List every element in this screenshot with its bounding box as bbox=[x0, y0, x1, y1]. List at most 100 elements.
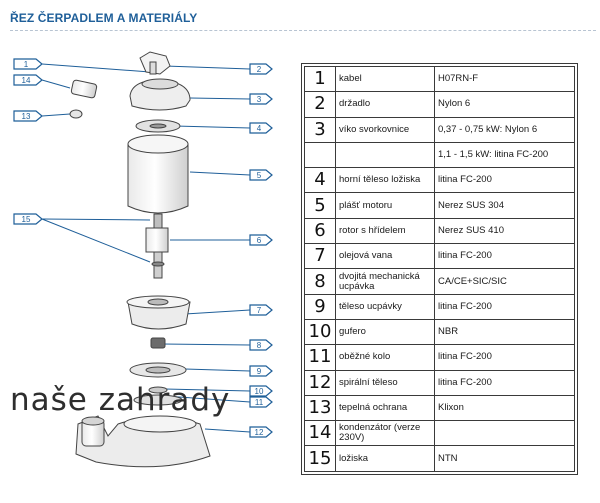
svg-text:1: 1 bbox=[24, 60, 29, 69]
callout-10: 10 bbox=[249, 385, 273, 397]
callout-6: 6 bbox=[249, 234, 273, 246]
site-watermark: naše zahrady bbox=[10, 382, 231, 418]
svg-text:3: 3 bbox=[257, 95, 262, 104]
part-name: horní těleso ložiska bbox=[335, 167, 435, 194]
part-name: těleso ucpávky bbox=[335, 293, 435, 320]
svg-text:4: 4 bbox=[257, 124, 262, 133]
callout-9: 9 bbox=[249, 365, 273, 377]
part-name: kabel bbox=[335, 65, 435, 93]
callout-5: 5 bbox=[249, 169, 273, 181]
part-name: víko svorkovnice bbox=[335, 116, 435, 143]
part-name bbox=[335, 141, 435, 169]
table-frame bbox=[301, 63, 578, 475]
callout-4: 4 bbox=[249, 122, 273, 134]
part-number: 13 bbox=[304, 394, 336, 422]
svg-text:10: 10 bbox=[255, 387, 264, 396]
part-name: ložiska bbox=[335, 445, 435, 472]
part-material: Klixon bbox=[434, 394, 575, 422]
part-number: 1 bbox=[304, 65, 336, 93]
part-material: NTN bbox=[434, 445, 575, 472]
part-number: 8 bbox=[304, 268, 336, 295]
callout-14: 14 bbox=[13, 74, 43, 86]
part-material: litina FC-200 bbox=[434, 167, 575, 194]
part-material: H07RN-F bbox=[434, 65, 575, 93]
part-number: 5 bbox=[304, 192, 336, 219]
callout-11: 11 bbox=[249, 396, 273, 408]
part-number: 3 bbox=[304, 116, 336, 143]
pump-exploded-drawing: 1 14 13 15 2 3 4 5 bbox=[13, 51, 273, 468]
svg-text:12: 12 bbox=[255, 428, 264, 437]
part-name: gufero bbox=[335, 318, 435, 346]
part-material: litina FC-200 bbox=[434, 344, 575, 371]
part-material: litina FC-200 bbox=[434, 369, 575, 396]
part-name: plášť motoru bbox=[335, 192, 435, 219]
svg-text:7: 7 bbox=[257, 306, 262, 315]
table-row: 1,1 - 1,5 kW: litina FC-200 bbox=[304, 141, 575, 169]
callout-12: 12 bbox=[249, 426, 273, 438]
svg-text:13: 13 bbox=[22, 112, 31, 121]
part-number: 7 bbox=[304, 243, 336, 270]
callout-7: 7 bbox=[249, 304, 273, 316]
part-name: kondenzátor (verze 230V) bbox=[335, 420, 435, 447]
callout-13: 13 bbox=[13, 110, 43, 122]
svg-text:8: 8 bbox=[257, 341, 262, 350]
part-number bbox=[304, 141, 336, 169]
part-name: olejová vana bbox=[335, 243, 435, 270]
svg-text:2: 2 bbox=[257, 65, 262, 74]
part-number: 12 bbox=[304, 369, 336, 396]
callout-1: 1 bbox=[13, 58, 43, 70]
part-number: 9 bbox=[304, 293, 336, 320]
part-name: spirální těleso bbox=[335, 369, 435, 396]
part-material bbox=[434, 420, 575, 447]
callout-15: 15 bbox=[13, 213, 43, 225]
part-material: 1,1 - 1,5 kW: litina FC-200 bbox=[434, 141, 575, 169]
callout-2: 2 bbox=[249, 63, 273, 75]
part-name: dvojitá mechanická ucpávka bbox=[335, 268, 435, 295]
part-material: Nylon 6 bbox=[434, 91, 575, 118]
callout-3: 3 bbox=[249, 93, 273, 105]
part-number: 2 bbox=[304, 91, 336, 118]
part-number: 10 bbox=[304, 318, 336, 346]
part-number: 14 bbox=[304, 420, 336, 447]
svg-text:9: 9 bbox=[257, 367, 262, 376]
part-name: tepelná ochrana bbox=[335, 394, 435, 422]
part-material: litina FC-200 bbox=[434, 293, 575, 320]
part-number: 11 bbox=[304, 344, 336, 371]
part-material: NBR bbox=[434, 318, 575, 346]
part-material: 0,37 - 0,75 kW: Nylon 6 bbox=[434, 116, 575, 143]
part-name: oběžné kolo bbox=[335, 344, 435, 371]
part-number: 4 bbox=[304, 167, 336, 194]
part-material: Nerez SUS 304 bbox=[434, 192, 575, 219]
part-name: držadlo bbox=[335, 91, 435, 118]
svg-text:5: 5 bbox=[257, 171, 262, 180]
part-material: litina FC-200 bbox=[434, 243, 575, 270]
part-number: 15 bbox=[304, 445, 336, 472]
part-number: 6 bbox=[304, 217, 336, 245]
svg-text:15: 15 bbox=[22, 215, 31, 224]
svg-text:11: 11 bbox=[255, 398, 264, 407]
section-divider bbox=[10, 30, 596, 31]
svg-text:6: 6 bbox=[257, 236, 262, 245]
part-name: rotor s hřídelem bbox=[335, 217, 435, 245]
part-material: CA/CE+SIC/SIC bbox=[434, 268, 575, 295]
callout-8: 8 bbox=[249, 339, 273, 351]
part-material: Nerez SUS 410 bbox=[434, 217, 575, 245]
svg-text:14: 14 bbox=[22, 76, 31, 85]
page-title: ŘEZ ČERPADLEM A MATERIÁLY bbox=[10, 11, 198, 25]
